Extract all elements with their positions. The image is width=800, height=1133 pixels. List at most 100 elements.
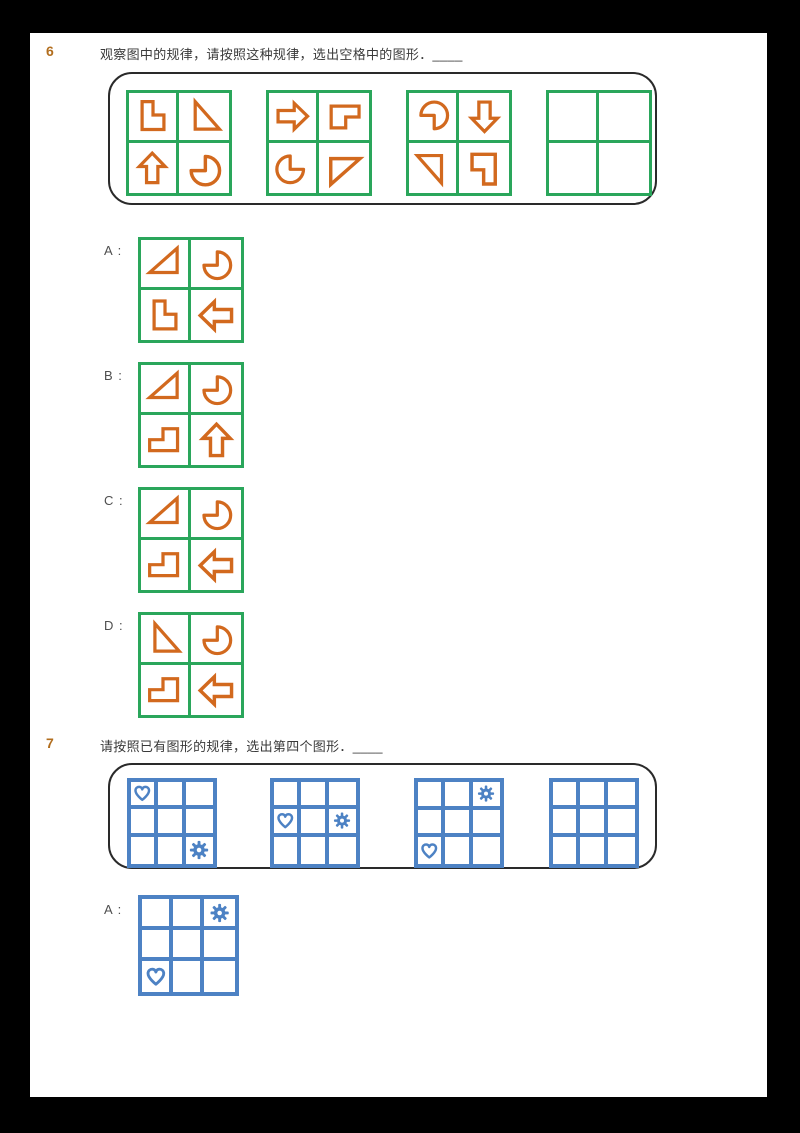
grid-cell xyxy=(141,615,191,665)
q7-sequence-grid-2 xyxy=(270,778,360,868)
pacman-icon xyxy=(188,154,221,187)
grid-cell xyxy=(191,615,241,665)
grid-cell xyxy=(580,809,608,837)
q6-option-c-grid xyxy=(138,487,244,593)
heart-icon xyxy=(146,967,165,986)
grid-cell xyxy=(131,809,159,837)
arrow-icon xyxy=(197,547,233,583)
grid-cell xyxy=(129,93,179,143)
q7-sequence-grid-1 xyxy=(127,778,217,868)
l-shape-icon xyxy=(140,100,166,132)
arrow-icon xyxy=(135,150,170,184)
q6-sequence-grid-4-empty xyxy=(546,90,652,196)
grid-cell xyxy=(549,143,599,193)
grid-cell xyxy=(459,143,509,193)
triangle-icon xyxy=(145,369,180,400)
q6-option-d-label: D : xyxy=(104,618,124,633)
grid-cell xyxy=(328,809,356,838)
q7-sequence-strip xyxy=(108,763,657,869)
grid-cell xyxy=(269,143,319,193)
grid-cell xyxy=(301,837,329,864)
grid-cell xyxy=(186,837,213,864)
grid-cell xyxy=(191,290,241,340)
grid-cell xyxy=(191,490,241,540)
pacman-icon xyxy=(201,375,232,406)
grid-cell xyxy=(131,836,159,864)
grid-cell xyxy=(274,782,302,809)
triangle-icon xyxy=(413,153,444,187)
grid-cell xyxy=(158,782,186,810)
grid-cell xyxy=(274,808,302,838)
triangle-icon xyxy=(145,244,180,275)
grid-cell xyxy=(301,782,329,809)
grid-cell xyxy=(131,782,159,810)
grid-cell xyxy=(204,899,235,931)
q7-option-a-grid xyxy=(138,895,239,996)
q6-option-b-label: B : xyxy=(104,368,123,383)
grid-cell xyxy=(191,415,241,465)
grid-cell xyxy=(580,836,608,864)
q7-sequence-grid-3 xyxy=(414,778,504,868)
grid-cell xyxy=(472,810,500,838)
grid-cell xyxy=(142,930,173,962)
grid-cell xyxy=(191,540,241,590)
l-shape-icon xyxy=(148,551,180,577)
pacman-icon xyxy=(419,100,450,131)
pacman-icon xyxy=(201,500,232,531)
grid-cell xyxy=(173,961,204,992)
q6-option-a-label: A : xyxy=(104,243,123,258)
question-7-text: 请按照已有图形的规律，选出第四个图形．____ xyxy=(100,739,383,754)
grid-cell xyxy=(418,782,446,811)
grid-cell xyxy=(173,930,204,962)
grid-cell xyxy=(204,961,235,992)
grid-cell xyxy=(142,961,173,992)
grid-cell xyxy=(141,490,191,540)
gear-icon xyxy=(190,841,209,860)
question-6-number: 6 xyxy=(46,43,54,59)
q6-option-d-grid xyxy=(138,612,244,718)
grid-cell xyxy=(204,930,235,962)
grid-cell xyxy=(319,93,369,143)
q6-sequence-grid-1 xyxy=(126,90,232,196)
grid-cell xyxy=(599,143,649,193)
triangle-icon xyxy=(328,156,365,188)
pacman-icon xyxy=(201,250,232,281)
grid-cell xyxy=(607,782,635,810)
grid-cell xyxy=(329,837,356,864)
q6-option-c-label: C : xyxy=(104,493,124,508)
grid-cell xyxy=(549,93,599,143)
gear-icon xyxy=(478,785,495,803)
grid-cell xyxy=(319,143,369,193)
grid-cell xyxy=(409,93,459,143)
grid-cell xyxy=(607,809,635,837)
grid-cell xyxy=(608,837,635,864)
grid-cell xyxy=(141,665,191,715)
grid-cell xyxy=(418,810,446,838)
grid-cell xyxy=(141,415,191,465)
grid-cell xyxy=(473,837,500,864)
q6-sequence-grid-2 xyxy=(266,90,372,196)
pacman-icon xyxy=(201,625,232,656)
arrow-icon xyxy=(197,672,233,708)
grid-cell xyxy=(158,836,186,864)
grid-cell xyxy=(185,809,213,837)
grid-cell xyxy=(445,837,473,864)
grid-cell xyxy=(179,143,229,193)
question-7-number: 7 xyxy=(46,735,54,751)
grid-cell xyxy=(141,290,191,340)
grid-cell xyxy=(553,782,581,810)
grid-cell xyxy=(185,782,213,810)
arrow-icon xyxy=(198,421,234,457)
grid-cell xyxy=(459,93,509,143)
grid-cell xyxy=(141,240,191,290)
gear-icon xyxy=(210,903,229,922)
grid-cell xyxy=(141,365,191,415)
grid-cell xyxy=(445,782,473,811)
grid-cell xyxy=(191,665,241,715)
grid-cell xyxy=(472,782,500,811)
grid-cell xyxy=(129,143,179,193)
grid-cell xyxy=(418,837,446,864)
triangle-icon xyxy=(145,494,180,525)
grid-cell xyxy=(179,93,229,143)
